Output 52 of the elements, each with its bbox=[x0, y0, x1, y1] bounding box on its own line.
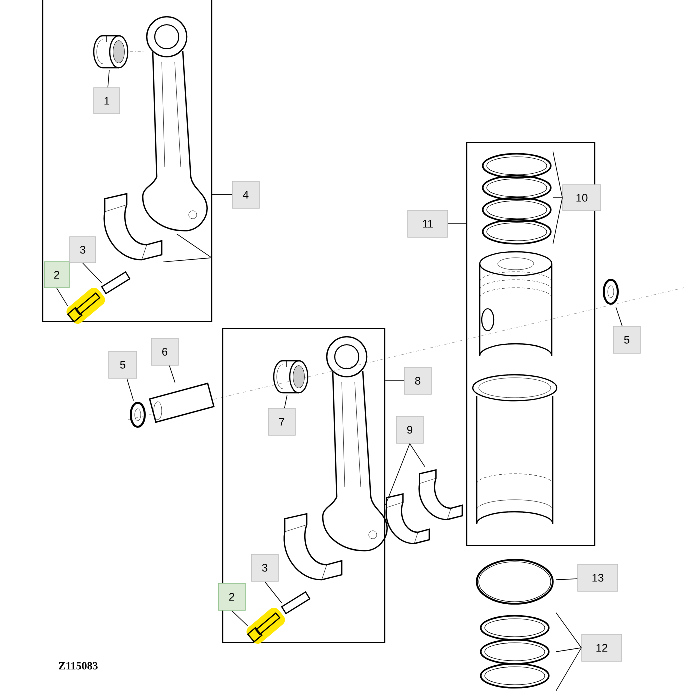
bolt-drawing bbox=[66, 288, 106, 324]
leader-line bbox=[264, 582, 282, 604]
connecting-rod-drawing bbox=[142, 16, 208, 232]
leader-line bbox=[108, 70, 110, 88]
assembly-frame bbox=[42, 0, 213, 323]
piston-pin-drawing bbox=[149, 382, 215, 424]
bushing-drawing bbox=[93, 35, 129, 69]
callout-number: 4 bbox=[232, 181, 260, 209]
callout-number: 5 bbox=[613, 326, 641, 354]
callout-number: 3 bbox=[251, 554, 279, 582]
piston-rings-drawing bbox=[480, 615, 550, 689]
callout-number: 9 bbox=[396, 416, 424, 444]
callout-number: 3 bbox=[70, 236, 96, 264]
callout-number: 2 bbox=[44, 262, 70, 288]
leader-line bbox=[556, 578, 578, 580]
connecting-rod-drawing bbox=[322, 336, 388, 552]
leader-line bbox=[126, 378, 134, 402]
leader-line bbox=[56, 288, 68, 306]
leader-line bbox=[385, 444, 426, 506]
leader-line bbox=[169, 366, 176, 384]
snap-ring-drawing bbox=[603, 279, 619, 305]
callout-number: 7 bbox=[268, 408, 296, 436]
assembly-frame bbox=[222, 328, 386, 644]
leader-line bbox=[556, 612, 582, 692]
callout-number: 11 bbox=[408, 210, 448, 238]
callout-number: 8 bbox=[404, 367, 432, 395]
snap-ring-drawing bbox=[130, 402, 146, 428]
leader-line bbox=[385, 380, 404, 382]
bushing-drawing bbox=[273, 360, 309, 394]
bolt-drawing bbox=[246, 608, 286, 644]
bearing-shells-drawing bbox=[386, 470, 464, 544]
callout-number: 5 bbox=[108, 351, 138, 379]
cylinder-liner-drawing bbox=[472, 374, 558, 525]
o-ring-drawing bbox=[476, 559, 554, 605]
callout-number: 12 bbox=[582, 634, 622, 662]
assembly-frame bbox=[466, 142, 596, 547]
callout-number: 1 bbox=[94, 88, 120, 114]
callout-number: 10 bbox=[562, 184, 602, 212]
drawing-number: Z115083 bbox=[59, 662, 98, 670]
piston-drawing bbox=[479, 251, 553, 357]
bearing-shell-drawing bbox=[284, 513, 343, 581]
leader-line bbox=[82, 263, 102, 284]
leader-line bbox=[552, 151, 563, 245]
callout-number: 6 bbox=[151, 338, 179, 366]
callout-number: 13 bbox=[578, 564, 618, 592]
leader-line bbox=[232, 610, 248, 626]
callout-number: 2 bbox=[218, 583, 246, 611]
leader-line bbox=[616, 306, 623, 326]
bearing-shell-drawing bbox=[104, 193, 163, 261]
leader-line bbox=[162, 194, 232, 263]
piston-rings-drawing bbox=[482, 153, 552, 245]
leader-line bbox=[284, 394, 288, 408]
